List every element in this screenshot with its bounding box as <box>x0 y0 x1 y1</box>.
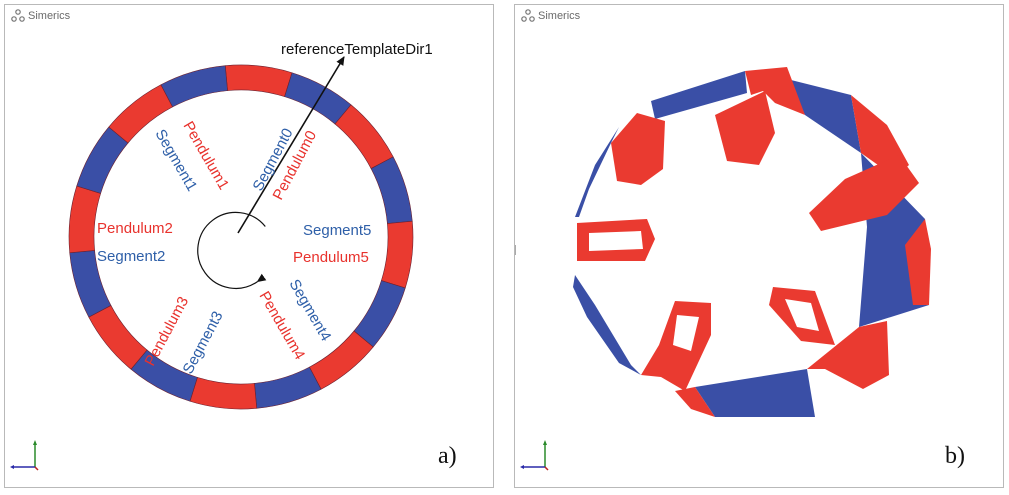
segment5-label: Segment5 <box>303 222 371 239</box>
ring-pendulum-sector <box>334 104 394 169</box>
simerics-logo: Simerics <box>521 9 580 22</box>
pendulum2-label: Pendulum2 <box>97 220 173 237</box>
simerics-logo: Simerics <box>11 9 70 22</box>
ring-segment-sector <box>160 65 228 108</box>
panel-a: Simerics referenceTemplateDir1 Segment0 … <box>4 4 494 488</box>
logo-text: Simerics <box>28 9 71 22</box>
ring-pendulum-sector <box>189 377 258 410</box>
ring-pendulum-sector <box>88 305 148 370</box>
panel-b: Simerics <box>514 4 1004 488</box>
axis-triad-icon <box>10 440 39 471</box>
logo-text: Simerics <box>538 9 581 22</box>
scroll-marker <box>515 245 519 255</box>
simerics-logo-icon <box>11 9 25 22</box>
ring-segment-sector <box>370 156 413 224</box>
outer-ring <box>68 64 414 410</box>
pendulum5-label: Pendulum5 <box>293 249 369 266</box>
segment3-label: Segment3 <box>180 309 227 377</box>
rotation-arc <box>197 211 267 289</box>
simerics-logo-icon <box>521 9 535 22</box>
inner-cavities <box>589 231 819 351</box>
direction-arrow <box>237 56 345 234</box>
direction-label: referenceTemplateDir1 <box>281 41 433 58</box>
ring-pendulum-sector <box>224 64 293 97</box>
ring-segment-sector <box>254 366 322 409</box>
segment2-label: Segment2 <box>97 248 165 265</box>
pump-diagram-a: referenceTemplateDir1 Segment0 Pendulum0… <box>68 41 433 410</box>
ring-pendulum-sector <box>381 220 414 289</box>
pump-deformed-diagram-b <box>573 67 931 417</box>
axis-triad-icon <box>520 440 549 471</box>
panel-letter-a: a) <box>438 443 457 469</box>
ring-pendulum-sector <box>68 185 101 254</box>
panel-letter-b: b) <box>945 443 965 469</box>
